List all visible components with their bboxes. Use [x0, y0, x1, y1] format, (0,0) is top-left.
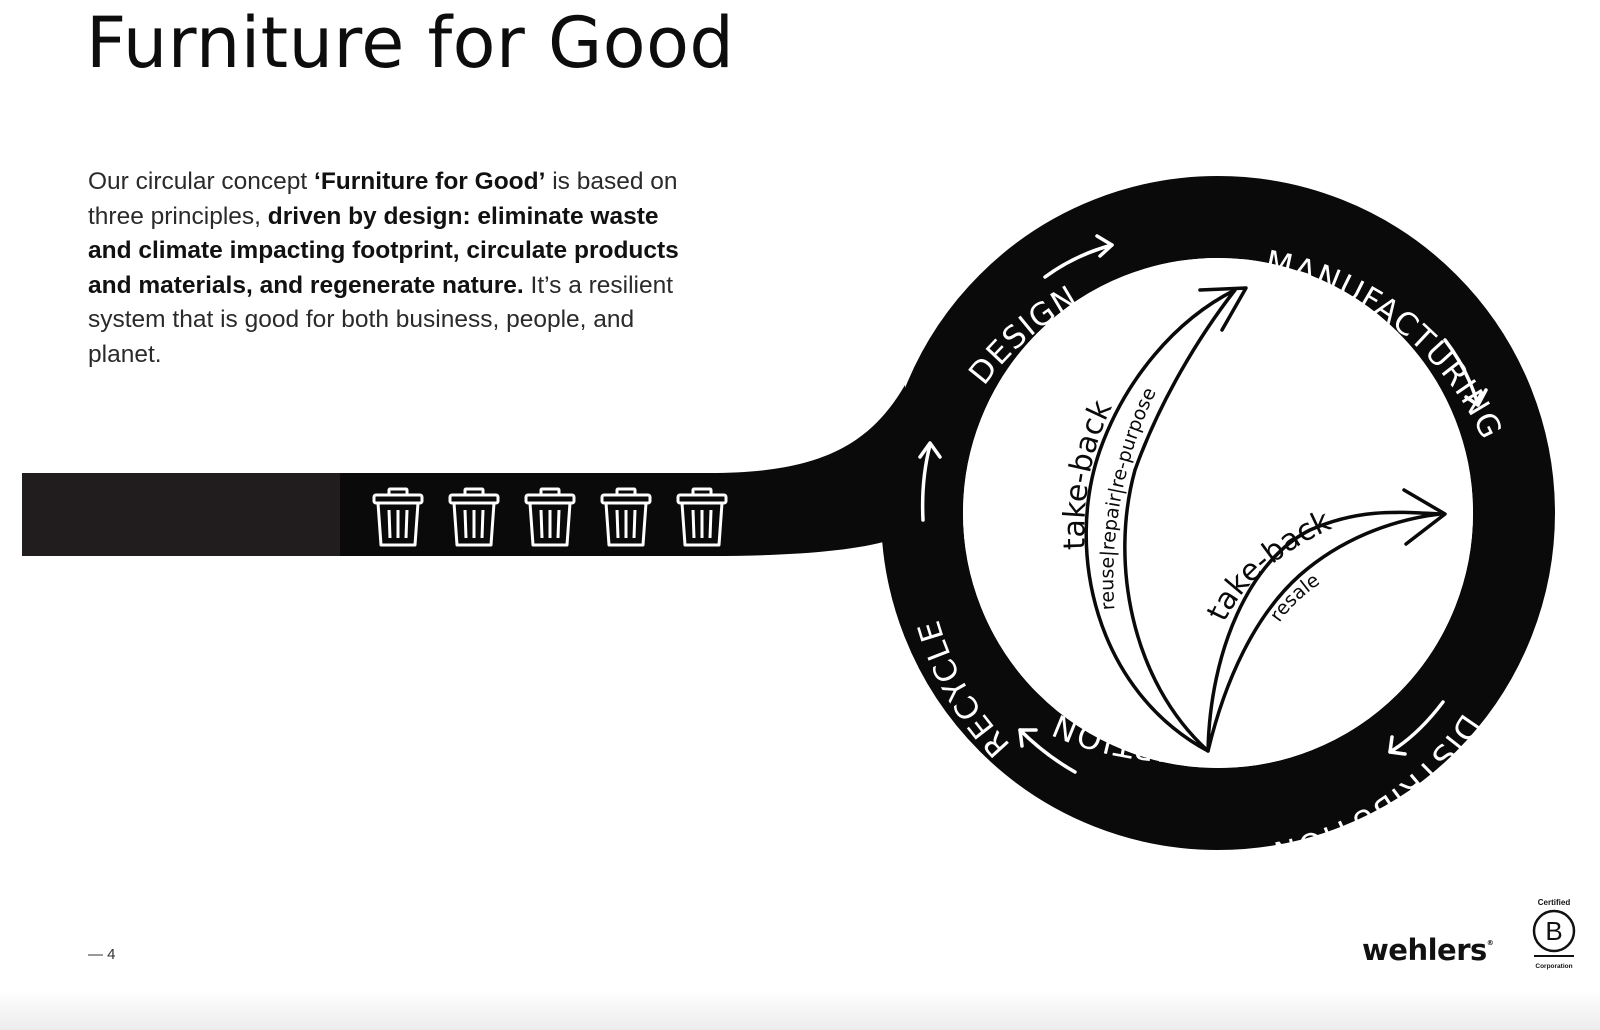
intro-run-2: is based on three principles, [88, 168, 678, 230]
bcorp-corporation-text: Corporation [1535, 963, 1573, 970]
bottom-fade [0, 990, 1600, 1030]
intro-run-1: ‘Furniture for Good’ [314, 168, 546, 195]
lifecycle-ring-inner-edge [963, 258, 1473, 768]
trash-bin-icon [524, 487, 576, 547]
page-number: — 4 [88, 946, 116, 963]
take-back-resale-arrow-icon [1206, 510, 1442, 753]
registered-mark: ® [1486, 939, 1494, 947]
trash-bin-icon [600, 487, 652, 547]
arrow-consumption-recycle-head-icon [1018, 728, 1038, 748]
take-back-reuse-arrowhead-icon [1198, 286, 1248, 332]
trash-bin-icon [676, 487, 728, 547]
arrow-recycle-design-icon [920, 443, 932, 522]
bcorp-certified-text: Certified [1537, 898, 1571, 907]
arrow-design-manufacturing-head-icon [1095, 234, 1114, 258]
take-back-resale-arrowhead-icon [1402, 488, 1447, 546]
brand-logo-text: wehlers [1362, 933, 1487, 967]
waste-icons [372, 487, 728, 547]
trash-bin-icon [372, 487, 424, 547]
trash-bin-icon [448, 487, 500, 547]
arrow-distribution-consumption-head-icon [1388, 735, 1407, 756]
intro-run-3: driven by design: eliminate waste and cl… [88, 202, 679, 299]
intro-run-4: It’s a resilient system that is good for… [88, 271, 674, 368]
bcorp-circle-icon: B [1532, 909, 1576, 957]
brand-logo: wehlers® [1362, 933, 1494, 967]
page-title: Furniture for Good [86, 2, 735, 84]
intro-run-0: Our circular concept [88, 168, 315, 195]
take-back-arrows [1084, 286, 1447, 753]
waste-band-start [22, 473, 344, 556]
arrow-distribution-consumption-icon [1388, 700, 1445, 754]
arrow-design-manufacturing-icon [1043, 243, 1114, 279]
intro-paragraph: Our circular concept ‘Furniture for Good… [88, 165, 688, 372]
arrow-recycle-design-head-icon [918, 441, 942, 459]
arrow-manufacturing-distribution-icon [1443, 338, 1480, 407]
bcorp-letter: B [1545, 916, 1562, 946]
bcorp-badge: Certified B Corporation [1524, 898, 1584, 970]
arrow-manufacturing-distribution-head-icon [1464, 388, 1488, 407]
arrow-consumption-recycle-icon [1018, 728, 1077, 774]
ring-arrows [918, 234, 1488, 774]
